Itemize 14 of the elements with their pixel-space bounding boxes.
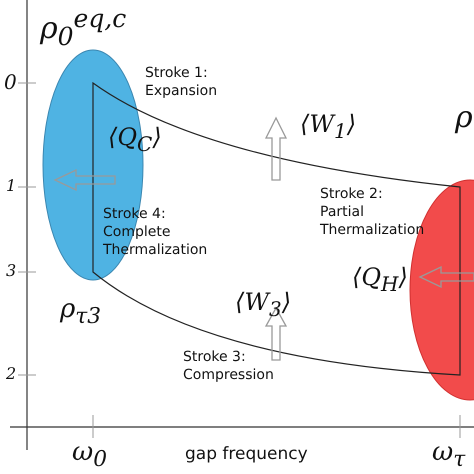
tick-label: 0: [4, 70, 17, 94]
axis-label: gap frequency: [185, 443, 308, 465]
tick-label: 3: [6, 261, 16, 280]
tick-label: 2: [6, 364, 16, 383]
state-label: ρ$_{τ3}$: [60, 294, 102, 330]
stroke-label: Stroke 3: Compression: [183, 348, 275, 384]
stroke-label: Stroke 1: Expansion: [145, 64, 218, 100]
tick-label: 1: [6, 176, 16, 195]
state-label: ρ: [455, 100, 473, 135]
work-label: ⟨W$_{3}$⟩: [235, 288, 292, 321]
heat-label: ⟨Q$_{H}$⟩: [352, 263, 408, 296]
axis-tick-label: ω$_{τ}$: [432, 437, 466, 472]
work-label: ⟨W$_{1}$⟩: [300, 110, 356, 143]
axis-tick-label: ω$_{0}$: [72, 437, 107, 472]
